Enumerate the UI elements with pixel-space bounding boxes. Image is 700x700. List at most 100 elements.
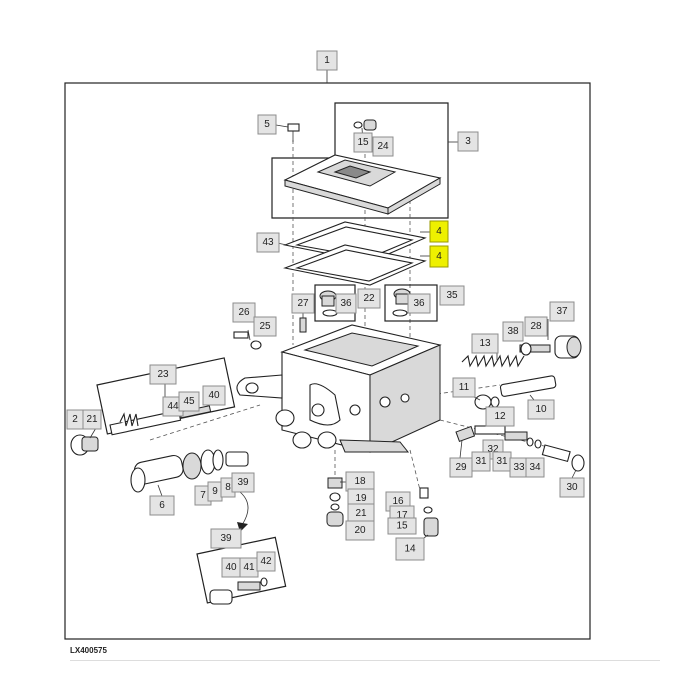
svg-text:18: 18 bbox=[354, 476, 366, 487]
svg-text:35: 35 bbox=[446, 290, 458, 301]
svg-text:12: 12 bbox=[494, 411, 506, 422]
callout-14[interactable]: 14 bbox=[395, 537, 425, 561]
callout-20[interactable]: 20 bbox=[345, 520, 375, 541]
svg-text:4: 4 bbox=[436, 251, 442, 262]
plug-15-24 bbox=[353, 119, 377, 131]
callout-4-upper[interactable]: 4 bbox=[429, 220, 449, 243]
callout-40-bottom[interactable]: 40 bbox=[221, 557, 241, 578]
svg-text:2: 2 bbox=[72, 414, 78, 425]
svg-text:44: 44 bbox=[167, 401, 179, 412]
valve-housing bbox=[236, 324, 442, 453]
svg-text:19: 19 bbox=[355, 493, 367, 504]
callout-39-top[interactable]: 39 bbox=[231, 472, 255, 493]
cover-plate bbox=[283, 154, 442, 215]
svg-text:41: 41 bbox=[243, 562, 255, 573]
callout-37[interactable]: 37 bbox=[549, 301, 575, 322]
callout-34[interactable]: 34 bbox=[525, 457, 545, 478]
svg-text:32: 32 bbox=[487, 444, 499, 455]
svg-text:39: 39 bbox=[220, 533, 232, 544]
svg-text:37: 37 bbox=[556, 306, 568, 317]
callout-35[interactable]: 35 bbox=[439, 285, 465, 306]
svg-text:24: 24 bbox=[377, 141, 389, 152]
spool-10 bbox=[474, 375, 557, 410]
callout-25[interactable]: 25 bbox=[253, 316, 277, 337]
callout-41[interactable]: 41 bbox=[239, 557, 259, 578]
svg-text:31: 31 bbox=[475, 456, 487, 467]
svg-text:43: 43 bbox=[262, 237, 274, 248]
svg-text:36: 36 bbox=[340, 298, 352, 309]
callout-21-left[interactable]: 21 bbox=[82, 409, 102, 430]
callout-36-right[interactable]: 36 bbox=[407, 293, 431, 314]
svg-text:29: 29 bbox=[455, 462, 467, 473]
bottom-divider bbox=[70, 660, 660, 661]
svg-text:23: 23 bbox=[157, 369, 169, 380]
callout-43[interactable]: 43 bbox=[256, 232, 280, 253]
valve-35 bbox=[392, 288, 411, 317]
callout-45[interactable]: 45 bbox=[178, 391, 200, 412]
svg-text:31: 31 bbox=[496, 456, 508, 467]
svg-text:11: 11 bbox=[459, 382, 470, 393]
callout-26[interactable]: 26 bbox=[232, 302, 256, 323]
svg-text:5: 5 bbox=[264, 119, 270, 130]
detail-arrow bbox=[239, 491, 249, 526]
callout-24[interactable]: 24 bbox=[372, 136, 394, 157]
callout-9[interactable]: 9 bbox=[207, 481, 223, 502]
callout-11[interactable]: 11 bbox=[452, 377, 476, 398]
svg-text:1: 1 bbox=[324, 55, 330, 66]
svg-text:7: 7 bbox=[200, 490, 206, 501]
callout-22[interactable]: 22 bbox=[357, 288, 381, 309]
inset-frame-35 bbox=[384, 284, 438, 322]
callout-31-left[interactable]: 31 bbox=[471, 451, 491, 472]
callout-2[interactable]: 2 bbox=[66, 409, 84, 430]
callout-31-right[interactable]: 31 bbox=[492, 451, 512, 472]
callout-40-left[interactable]: 40 bbox=[202, 385, 226, 406]
callout-1[interactable]: 1 bbox=[316, 50, 338, 71]
svg-text:13: 13 bbox=[479, 338, 491, 349]
svg-text:42: 42 bbox=[260, 556, 272, 567]
svg-text:40: 40 bbox=[208, 390, 220, 401]
plug-37 bbox=[519, 335, 582, 359]
svg-text:26: 26 bbox=[238, 307, 250, 318]
callout-labels: 1 5 15 24 3 43 4 4 26 25 27 36 22 36 35 … bbox=[66, 50, 585, 578]
callout-21-bottom[interactable]: 21 bbox=[347, 503, 375, 524]
svg-text:20: 20 bbox=[354, 525, 366, 536]
svg-text:16: 16 bbox=[392, 496, 404, 507]
svg-text:40: 40 bbox=[225, 562, 237, 573]
callout-5[interactable]: 5 bbox=[257, 114, 277, 135]
callout-38[interactable]: 38 bbox=[502, 321, 524, 342]
callout-15-bottom[interactable]: 15 bbox=[387, 517, 417, 535]
svg-text:38: 38 bbox=[507, 326, 519, 337]
callout-12[interactable]: 12 bbox=[485, 406, 515, 427]
svg-text:45: 45 bbox=[183, 396, 195, 407]
callout-6[interactable]: 6 bbox=[149, 495, 175, 516]
callout-36-left[interactable]: 36 bbox=[335, 293, 357, 314]
assembly-frame bbox=[64, 82, 591, 640]
callout-39-bottom[interactable]: 39 bbox=[210, 528, 242, 549]
svg-text:33: 33 bbox=[513, 462, 525, 473]
callout-30[interactable]: 30 bbox=[559, 477, 585, 498]
pin-27 bbox=[299, 317, 307, 333]
callout-27[interactable]: 27 bbox=[291, 293, 315, 314]
gasket-upper bbox=[283, 221, 427, 263]
cap-2 bbox=[70, 434, 99, 456]
callout-10[interactable]: 10 bbox=[527, 399, 555, 420]
callout-33[interactable]: 33 bbox=[509, 457, 529, 478]
svg-text:34: 34 bbox=[529, 462, 541, 473]
gasket-lower bbox=[283, 244, 427, 286]
callout-42[interactable]: 42 bbox=[256, 551, 276, 572]
callout-3[interactable]: 3 bbox=[457, 131, 479, 152]
callout-4-lower[interactable]: 4 bbox=[429, 245, 449, 268]
callout-18[interactable]: 18 bbox=[345, 471, 375, 492]
bolt-5 bbox=[287, 123, 300, 142]
bolt-26 bbox=[233, 331, 262, 350]
callout-23[interactable]: 23 bbox=[149, 364, 177, 385]
fitting-14-17 bbox=[419, 487, 439, 537]
callout-29[interactable]: 29 bbox=[449, 457, 473, 478]
callout-15[interactable]: 15 bbox=[353, 132, 373, 153]
callout-13[interactable]: 13 bbox=[471, 333, 499, 354]
callout-28[interactable]: 28 bbox=[524, 316, 548, 337]
piston-6 bbox=[130, 449, 249, 493]
svg-text:3: 3 bbox=[465, 136, 471, 147]
svg-text:9: 9 bbox=[212, 486, 218, 497]
